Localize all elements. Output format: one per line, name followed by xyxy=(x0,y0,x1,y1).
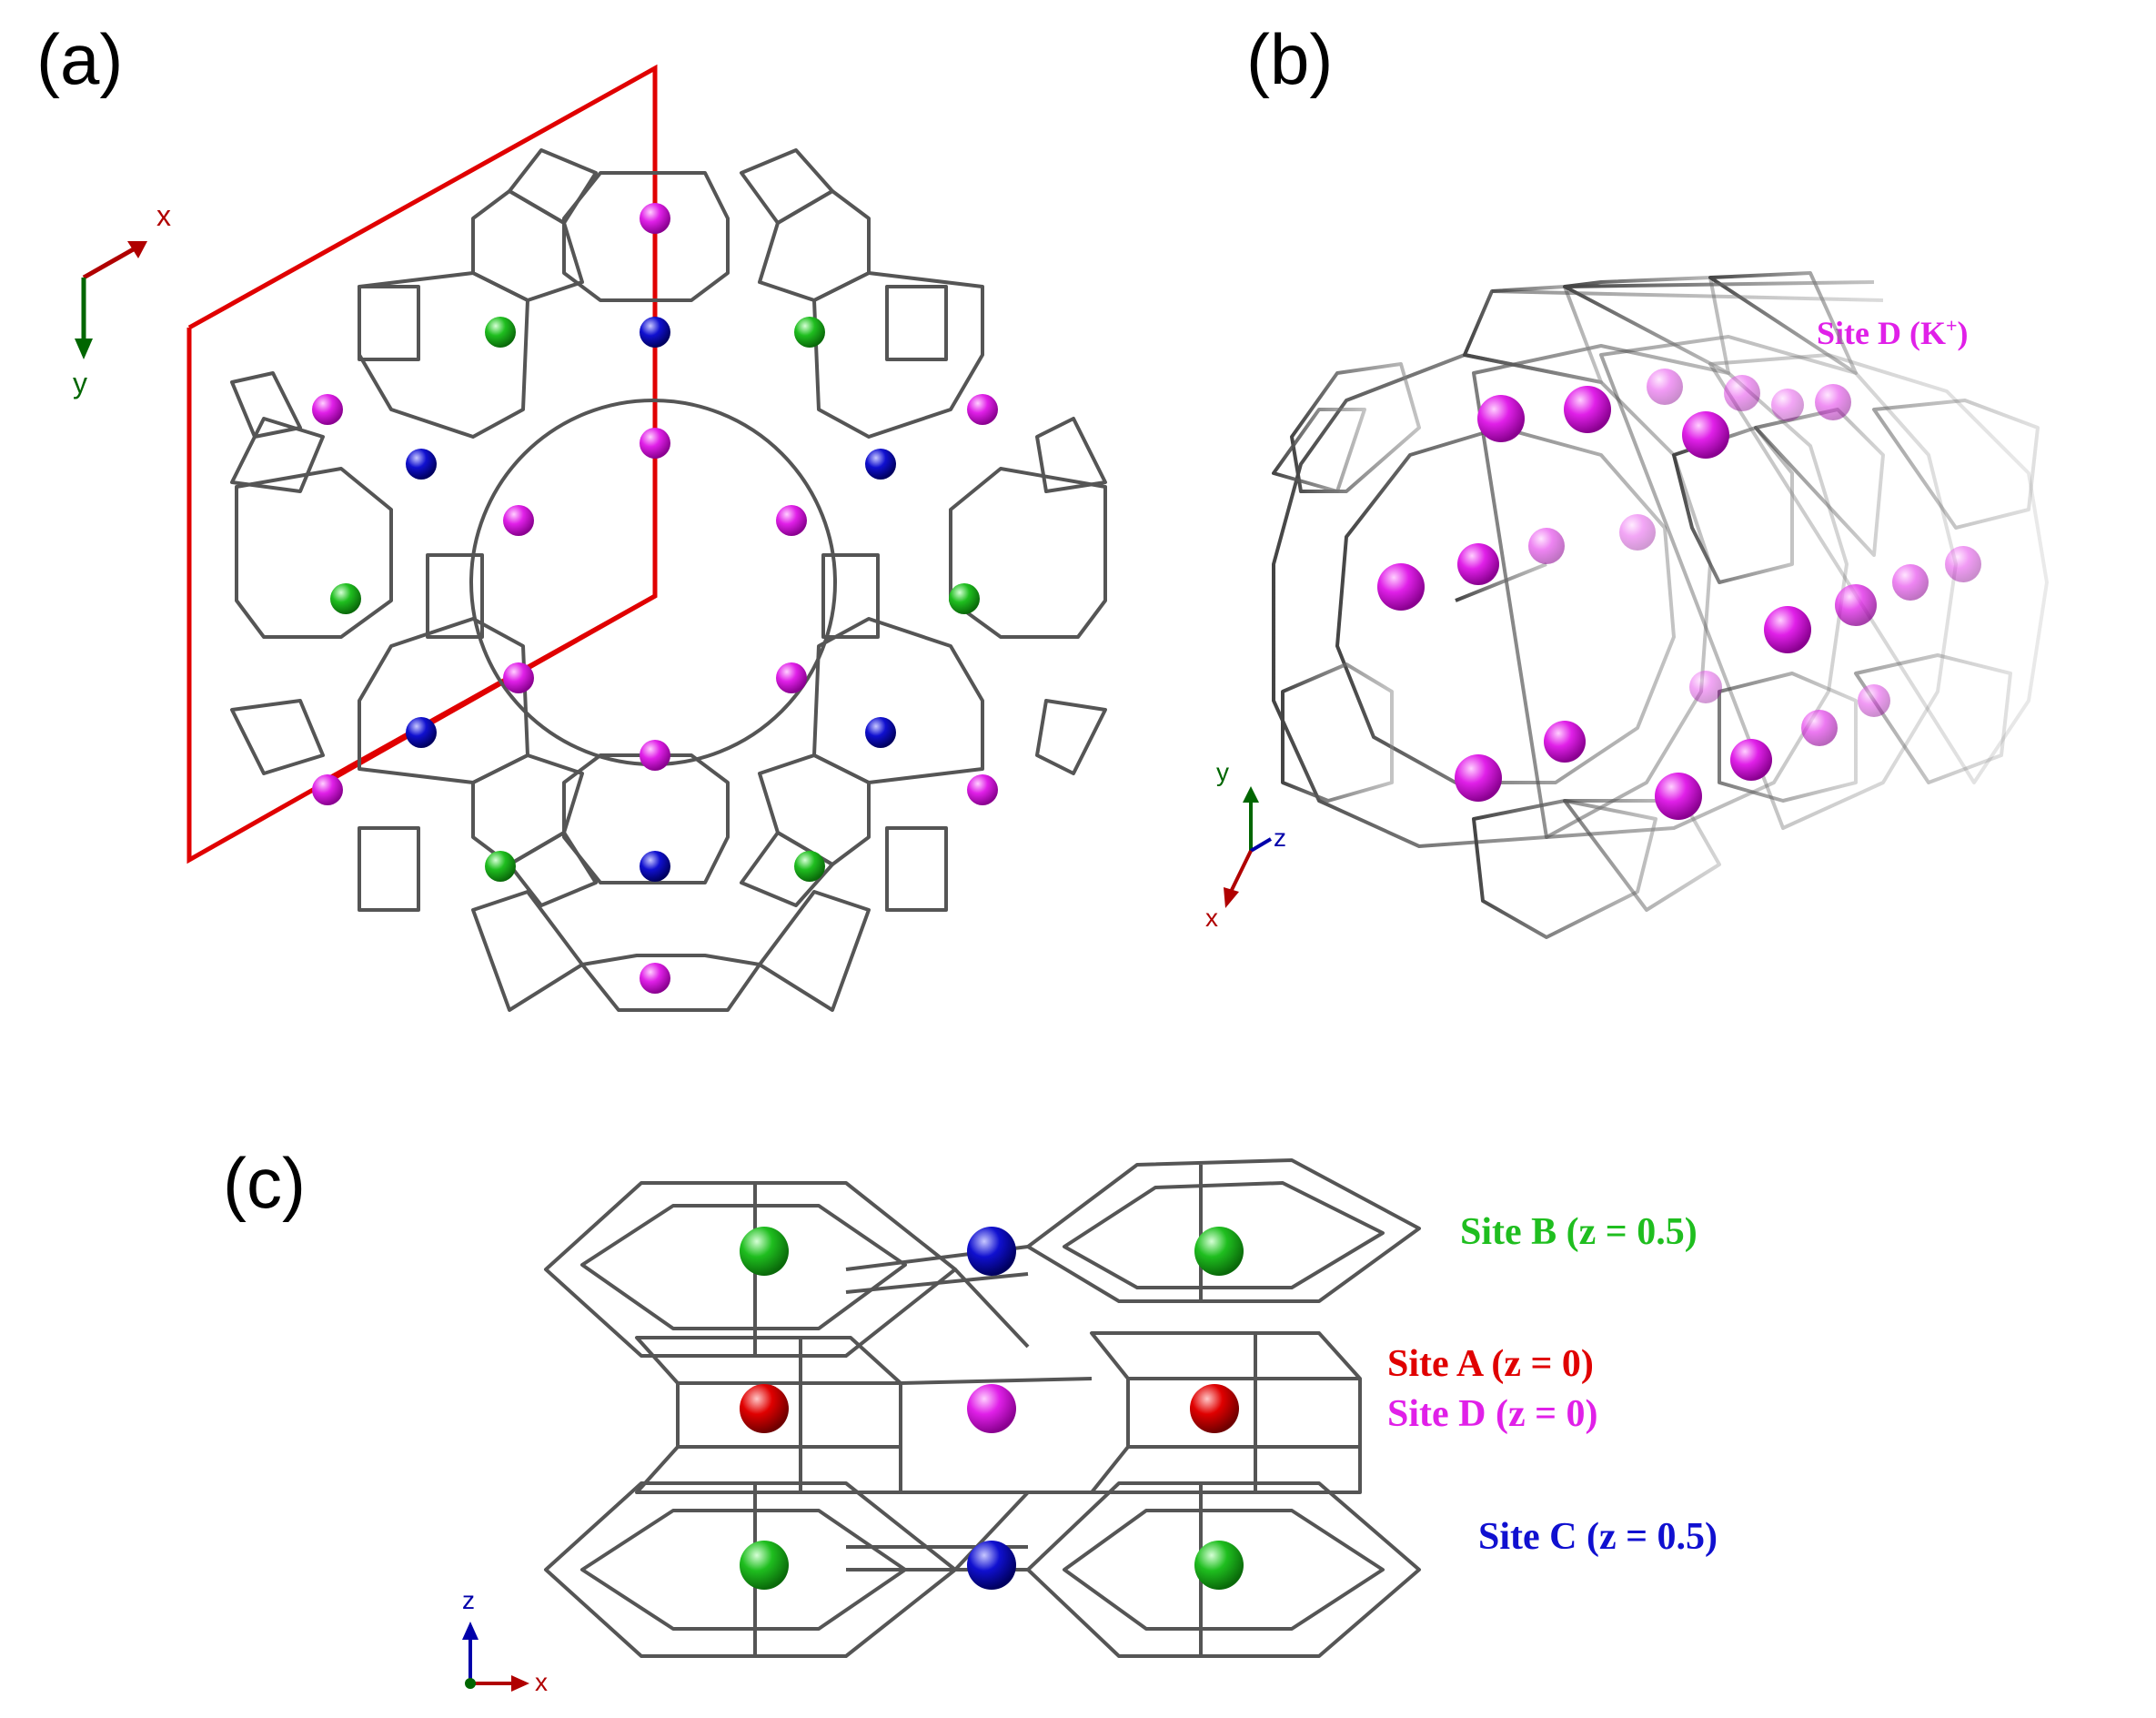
atom-site-b xyxy=(1194,1227,1244,1276)
atom-site-a xyxy=(740,1384,789,1433)
axis-origin xyxy=(465,1678,476,1689)
label-site-b: Site B (z = 0.5) xyxy=(1460,1211,1698,1253)
atom-site-b xyxy=(740,1227,789,1276)
atom-site-d xyxy=(1835,584,1877,626)
atom-site-d xyxy=(640,203,670,234)
axis-triad-b: y z x xyxy=(1205,758,1286,932)
axis-z-label: z xyxy=(1274,824,1286,852)
axis-y-head xyxy=(75,339,93,359)
atom-site-d xyxy=(1764,606,1811,653)
atom-site-d xyxy=(1377,563,1425,611)
atom-site-d xyxy=(1528,528,1565,564)
atom-site-d xyxy=(1682,411,1729,459)
axis-x-arrow xyxy=(82,245,138,280)
atom-site-d xyxy=(1455,754,1502,802)
atom-site-d xyxy=(967,394,998,425)
atom-site-c xyxy=(865,449,896,480)
axis-y-label: y xyxy=(1216,758,1229,786)
axis-x-arrow xyxy=(1229,850,1253,893)
atom-site-d xyxy=(967,1384,1016,1433)
atom-site-c xyxy=(406,717,437,748)
atom-site-d xyxy=(776,662,807,693)
axis-triad-a: x y xyxy=(73,199,171,399)
axis-y-label: y xyxy=(73,367,87,399)
panel-label-c: (c) xyxy=(223,1143,306,1223)
atoms-b xyxy=(1377,369,1981,820)
atom-site-d xyxy=(967,774,998,805)
label-site-a: Site A (z = 0) xyxy=(1387,1343,1594,1385)
atom-site-d xyxy=(1689,671,1722,703)
atom-site-c xyxy=(865,717,896,748)
atom-site-d xyxy=(312,774,343,805)
framework-b xyxy=(1272,271,2049,939)
atom-site-b xyxy=(949,583,980,614)
label-site-c: Site C (z = 0.5) xyxy=(1478,1516,1718,1558)
atom-site-c xyxy=(406,449,437,480)
atom-site-d xyxy=(1564,386,1611,433)
atom-site-d xyxy=(640,963,670,994)
label-site-d: Site D (z = 0) xyxy=(1387,1393,1598,1435)
unit-cell-outline xyxy=(186,64,658,864)
atom-site-c xyxy=(967,1227,1016,1276)
panel-c-diagram: z x xyxy=(462,1158,1421,1696)
axis-z-arrow xyxy=(1249,837,1273,853)
axis-y-head xyxy=(1243,786,1259,803)
atom-site-d xyxy=(1647,369,1683,405)
atom-site-d xyxy=(1801,710,1838,746)
atom-site-b xyxy=(794,851,825,882)
atom-site-b xyxy=(740,1541,789,1590)
atom-site-c xyxy=(967,1541,1016,1590)
atom-site-c xyxy=(640,851,670,882)
panel-label-b: (b) xyxy=(1246,19,1334,99)
atom-site-d xyxy=(1892,564,1929,601)
atom-site-c xyxy=(640,317,670,348)
atom-site-b xyxy=(1194,1541,1244,1590)
atom-site-d xyxy=(1619,514,1656,551)
atom-site-d xyxy=(776,505,807,536)
label-site-d-kplus: Site D (K+) xyxy=(1817,314,1969,351)
atom-site-d xyxy=(1477,395,1525,442)
atom-site-d xyxy=(503,662,534,693)
atom-site-d xyxy=(640,740,670,771)
axis-x-label: x xyxy=(535,1668,548,1696)
atom-site-d xyxy=(1724,375,1760,411)
atom-site-d xyxy=(503,505,534,536)
panel-b-diagram: y z x xyxy=(1205,271,2049,939)
atom-site-d xyxy=(1730,739,1772,781)
axis-z-label: z xyxy=(462,1586,475,1614)
atom-site-b xyxy=(794,317,825,348)
axis-x-label: x xyxy=(156,199,171,232)
axis-x-head xyxy=(1224,887,1239,908)
atom-site-d xyxy=(1858,684,1890,717)
axis-x-head xyxy=(511,1675,529,1692)
atom-site-d xyxy=(1771,389,1804,421)
atoms-a xyxy=(312,203,998,994)
atoms-c xyxy=(740,1227,1244,1590)
panel-label-a: (a) xyxy=(36,19,124,99)
atom-site-b xyxy=(485,317,516,348)
atom-site-d xyxy=(640,428,670,459)
atom-site-d xyxy=(1655,773,1702,820)
atom-site-d xyxy=(312,394,343,425)
axis-z-head xyxy=(462,1622,479,1640)
framework-a xyxy=(230,148,1107,1012)
atom-site-b xyxy=(330,583,361,614)
axis-x-head xyxy=(127,241,147,258)
atom-site-a xyxy=(1190,1384,1239,1433)
atom-site-d xyxy=(1945,546,1981,582)
atom-site-d xyxy=(1457,543,1499,585)
atom-site-d xyxy=(1815,384,1851,420)
atom-site-b xyxy=(485,851,516,882)
panel-a-diagram: x y xyxy=(73,64,1107,1012)
axis-x-label: x xyxy=(1205,904,1218,932)
atom-site-d xyxy=(1544,721,1586,763)
axis-triad-c: z x xyxy=(462,1586,548,1696)
